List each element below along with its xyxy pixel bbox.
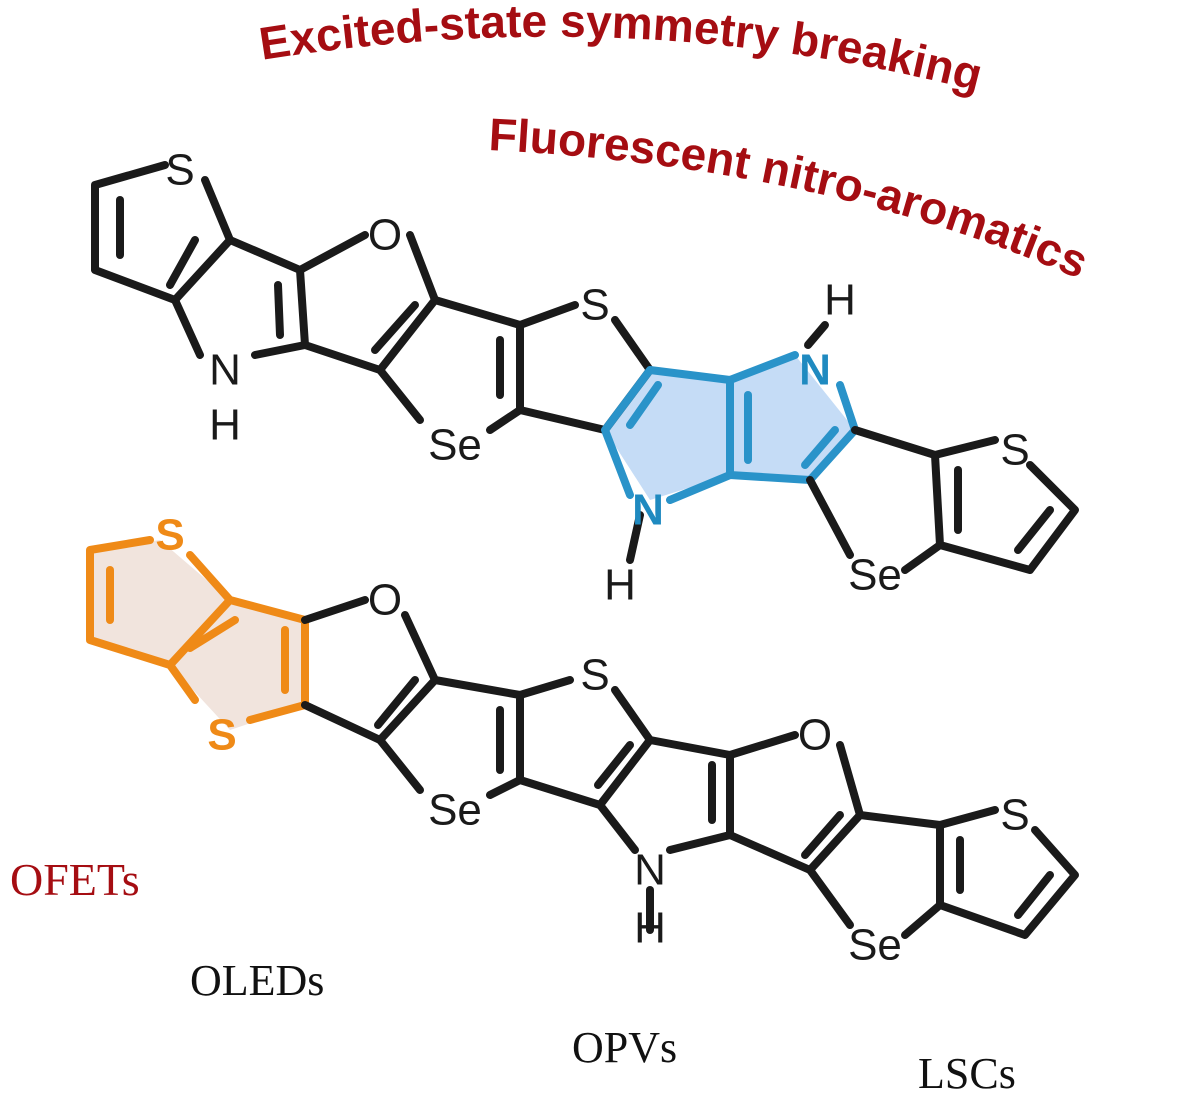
atom-s-right: S xyxy=(1000,791,1029,840)
atom-se-right: Se xyxy=(848,921,902,970)
atom-se-center: Se xyxy=(428,421,482,470)
atom-n-core-bottom: N xyxy=(632,486,664,535)
atom-s-right: S xyxy=(1000,426,1029,475)
atom-s-left: S xyxy=(165,146,194,195)
atom-o-center: O xyxy=(368,211,402,260)
headline-symmetry-breaking: Excited-state symmetry breaking xyxy=(256,0,988,101)
atom-o-right: O xyxy=(798,711,832,760)
application-ofets: OFETs xyxy=(10,854,140,905)
atom-s-mid: S xyxy=(580,651,609,700)
application-oleds: OLEDs xyxy=(190,956,324,1005)
molecule-bottom: S S O Se S N H O S Se xyxy=(86,511,1079,970)
atom-s-bottom-left: S xyxy=(207,711,236,760)
atom-n-left: N xyxy=(209,346,241,395)
atom-n-mid: N xyxy=(634,846,666,895)
atom-s-mid: S xyxy=(580,281,609,330)
atom-h-mid: H xyxy=(634,904,666,953)
atom-o-left: O xyxy=(368,576,402,625)
application-lscs: LSCs xyxy=(918,1049,1016,1098)
atom-h-left: H xyxy=(209,401,241,450)
atom-n-core-top: N xyxy=(799,346,831,395)
atom-se-left: Se xyxy=(428,786,482,835)
molecule-top: S N H O Se S N H N H S Se xyxy=(91,146,1079,610)
application-opvs: OPVs xyxy=(572,1023,677,1072)
atom-se-right: Se xyxy=(848,551,902,600)
atom-h-core-top: H xyxy=(824,276,856,325)
atom-s-top-left: S xyxy=(155,511,184,560)
headline-nitro-aromatics: Fluorescent nitro-aromatics xyxy=(488,108,1096,288)
atom-h-core-bottom: H xyxy=(604,561,636,610)
